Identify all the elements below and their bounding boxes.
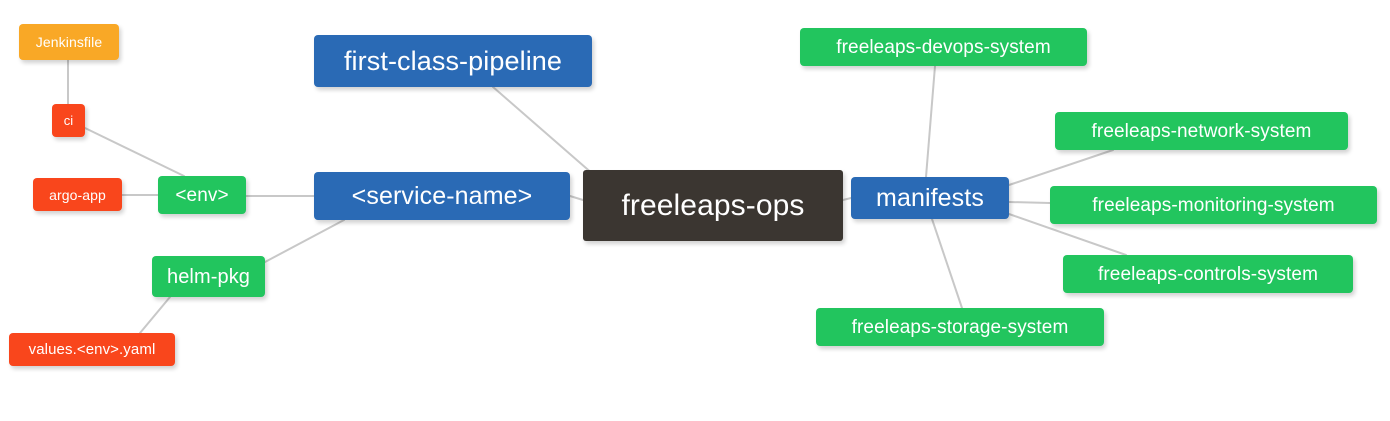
- edge-env-to-ci: [84, 127, 185, 177]
- node-label: <service-name>: [351, 181, 533, 210]
- edge-freeleaps-ops-to-service-name: [569, 195, 584, 201]
- node-freeleaps-ops[interactable]: freeleaps-ops: [583, 170, 843, 241]
- node-freeleaps-network-system[interactable]: freeleaps-network-system: [1055, 112, 1348, 150]
- node-helm-pkg[interactable]: helm-pkg: [152, 256, 265, 297]
- node-argo-app[interactable]: argo-app: [33, 178, 122, 211]
- node-label: ci: [63, 113, 74, 128]
- edge-manifests-to-freeleaps-controls-system: [1008, 213, 1127, 256]
- edge-helm-pkg-to-values-env-yaml: [139, 296, 171, 334]
- node-label: <env>: [175, 184, 229, 206]
- node-label: freeleaps-network-system: [1091, 120, 1312, 142]
- node-label: helm-pkg: [166, 265, 251, 288]
- node-freeleaps-monitoring-system[interactable]: freeleaps-monitoring-system: [1050, 186, 1377, 224]
- node-label: freeleaps-ops: [621, 188, 805, 222]
- node-label: Jenkinsfile: [35, 34, 103, 50]
- node-ci[interactable]: ci: [52, 104, 85, 137]
- edge-manifests-to-freeleaps-devops-system: [925, 65, 936, 178]
- node-freeleaps-storage-system[interactable]: freeleaps-storage-system: [816, 308, 1104, 346]
- edge-freeleaps-ops-to-first-class-pipeline: [492, 86, 595, 176]
- node-manifests[interactable]: manifests: [851, 177, 1009, 219]
- node-freeleaps-devops-system[interactable]: freeleaps-devops-system: [800, 28, 1087, 66]
- node-env[interactable]: <env>: [158, 176, 246, 214]
- edge-freeleaps-ops-to-manifests: [842, 197, 852, 201]
- node-values-env-yaml[interactable]: values.<env>.yaml: [9, 333, 175, 366]
- node-first-class-pipeline[interactable]: first-class-pipeline: [314, 35, 592, 87]
- edge-service-name-to-helm-pkg: [264, 219, 345, 263]
- node-label: manifests: [876, 183, 984, 212]
- node-service-name[interactable]: <service-name>: [314, 172, 570, 220]
- edge-manifests-to-freeleaps-network-system: [1008, 149, 1114, 186]
- edge-manifests-to-freeleaps-monitoring-system: [1008, 201, 1051, 204]
- node-label: freeleaps-controls-system: [1097, 263, 1319, 285]
- edge-manifests-to-freeleaps-storage-system: [931, 218, 963, 309]
- node-label: argo-app: [49, 186, 106, 203]
- node-label: freeleaps-devops-system: [836, 36, 1051, 58]
- node-label: freeleaps-storage-system: [851, 316, 1069, 338]
- node-label: values.<env>.yaml: [28, 341, 156, 358]
- node-label: freeleaps-monitoring-system: [1092, 194, 1335, 216]
- node-label: first-class-pipeline: [343, 45, 563, 76]
- node-freeleaps-controls-system[interactable]: freeleaps-controls-system: [1063, 255, 1353, 293]
- node-jenkinsfile[interactable]: Jenkinsfile: [19, 24, 119, 60]
